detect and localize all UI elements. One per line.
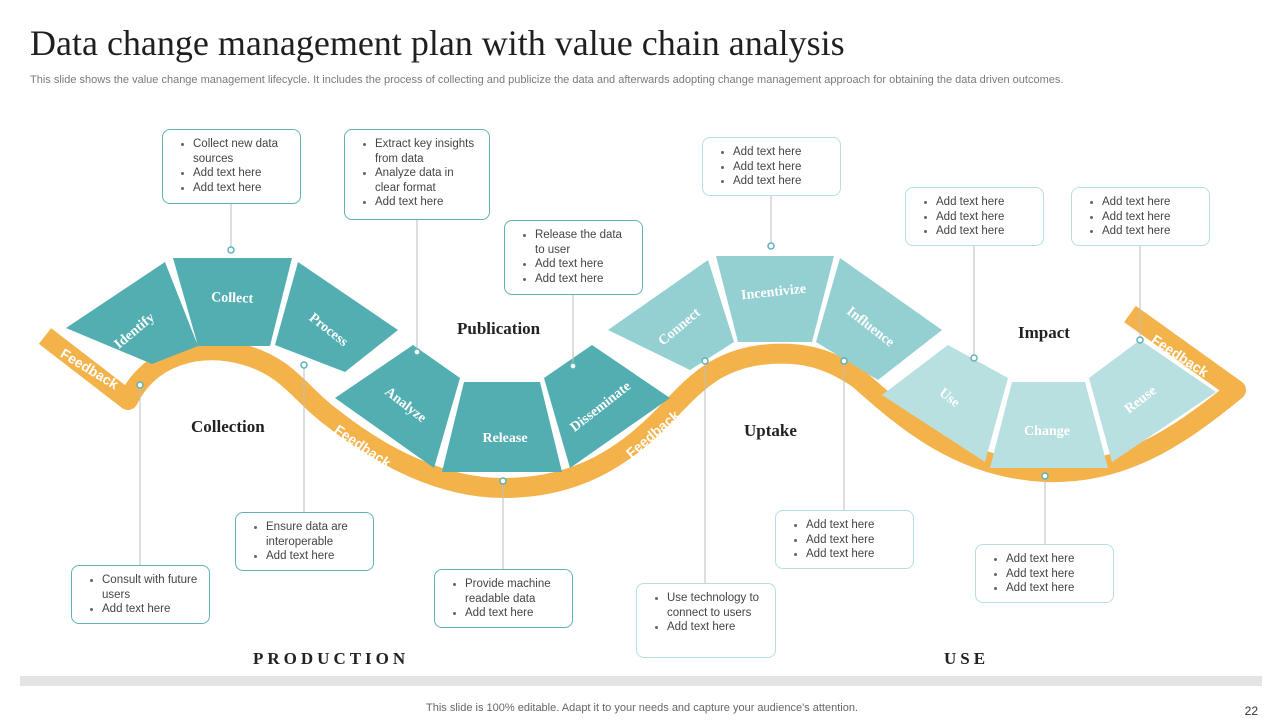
callout-item: Add text here (1006, 567, 1105, 582)
segment-label: Release (482, 431, 527, 446)
segment-incentivize[interactable] (716, 256, 834, 342)
segment-release[interactable] (442, 382, 562, 472)
callout-incentivize: Add text here Add text here Add text her… (702, 137, 841, 196)
stage-uptake: Uptake (744, 421, 797, 440)
feedback-band (38, 305, 1246, 498)
connector-dots (136, 242, 1144, 485)
segment-change[interactable] (990, 382, 1108, 468)
segment-influence[interactable] (816, 258, 942, 380)
callout-item: Add text here (465, 606, 564, 621)
callout-reuse: Add text here Add text here Add text her… (1071, 187, 1210, 246)
callout-item: Add text here (936, 195, 1035, 210)
callout-item: Add text here (1102, 224, 1201, 239)
callout-item: Consult with future users (102, 573, 201, 602)
callout-item: Add text here (733, 145, 832, 160)
callout-item: Add text here (806, 547, 905, 562)
page-title: Data change management plan with value c… (30, 23, 845, 63)
callout-identify: Consult with future users Add text here (71, 565, 210, 624)
callout-item: Add text here (1102, 210, 1201, 225)
callout-item: Add text here (266, 549, 365, 564)
callout-item: Add text here (535, 257, 634, 272)
svg-text:Feedback: Feedback (58, 345, 122, 392)
page-number: 22 (1244, 704, 1258, 718)
callout-item: Add text here (193, 181, 292, 196)
callout-item: Analyze data in clear format (375, 166, 481, 195)
callout-disseminate: Release the data to user Add text here A… (504, 220, 643, 295)
callout-item: Release the data to user (535, 228, 634, 257)
callout-item: Add text here (193, 166, 292, 181)
segment-label: Change (1024, 424, 1070, 439)
segment-reuse[interactable] (1089, 340, 1216, 462)
section-production: PRODUCTION (253, 649, 410, 668)
stage-publication: Publication (457, 319, 541, 338)
callout-item: Extract key insights from data (375, 137, 481, 166)
callout-item: Add text here (102, 602, 201, 617)
callout-item: Provide machine readable data (465, 577, 564, 606)
connectors (139, 195, 1141, 583)
segment-collect[interactable] (173, 258, 292, 346)
callout-item: Collect new data sources (193, 137, 292, 166)
callout-analyze: Extract key insights from data Analyze d… (344, 129, 490, 220)
callout-item: Add text here (535, 272, 634, 287)
callout-change: Add text here Add text here Add text her… (975, 544, 1114, 603)
callout-collect: Collect new data sources Add text here A… (162, 129, 301, 204)
section-use: USE (944, 649, 990, 668)
callout-item: Add text here (936, 210, 1035, 225)
stage-impact: Impact (1018, 323, 1070, 342)
callout-item: Add text here (806, 533, 905, 548)
segment-use[interactable] (882, 345, 1008, 462)
footer-note: This slide is 100% editable. Adapt it to… (426, 702, 858, 714)
callout-release: Provide machine readable data Add text h… (434, 569, 573, 628)
segment-label: Collect (211, 290, 254, 306)
stage-collection: Collection (191, 417, 265, 436)
segment-disseminate[interactable] (544, 345, 670, 468)
callout-item: Add text here (375, 195, 481, 210)
callout-item: Add text here (1006, 552, 1105, 567)
callout-item: Add text here (733, 160, 832, 175)
callout-connect: Use technology to connect to users Add t… (636, 583, 776, 658)
callout-item: Ensure data are interoperable (266, 520, 365, 549)
callout-item: Add text here (806, 518, 905, 533)
segment-analyze[interactable] (335, 345, 460, 468)
segment-process[interactable] (275, 262, 398, 372)
callout-process: Ensure data are interoperable Add text h… (235, 512, 374, 571)
callout-influence: Add text here Add text here Add text her… (775, 510, 914, 569)
page-subtitle: This slide shows the value change manage… (30, 74, 1064, 86)
segment-connect[interactable] (608, 260, 734, 370)
callout-item: Add text here (667, 620, 767, 635)
segment-identify[interactable] (66, 262, 198, 364)
segment-label: Incentivize (740, 282, 807, 304)
callout-item: Use technology to connect to users (667, 591, 767, 620)
callout-use: Add text here Add text here Add text her… (905, 187, 1044, 246)
callout-item: Add text here (936, 224, 1035, 239)
feedback-label: Feedback (58, 345, 122, 392)
callout-item: Add text here (1006, 581, 1105, 596)
bottom-divider (20, 676, 1262, 686)
callout-item: Add text here (1102, 195, 1201, 210)
callout-item: Add text here (733, 174, 832, 189)
